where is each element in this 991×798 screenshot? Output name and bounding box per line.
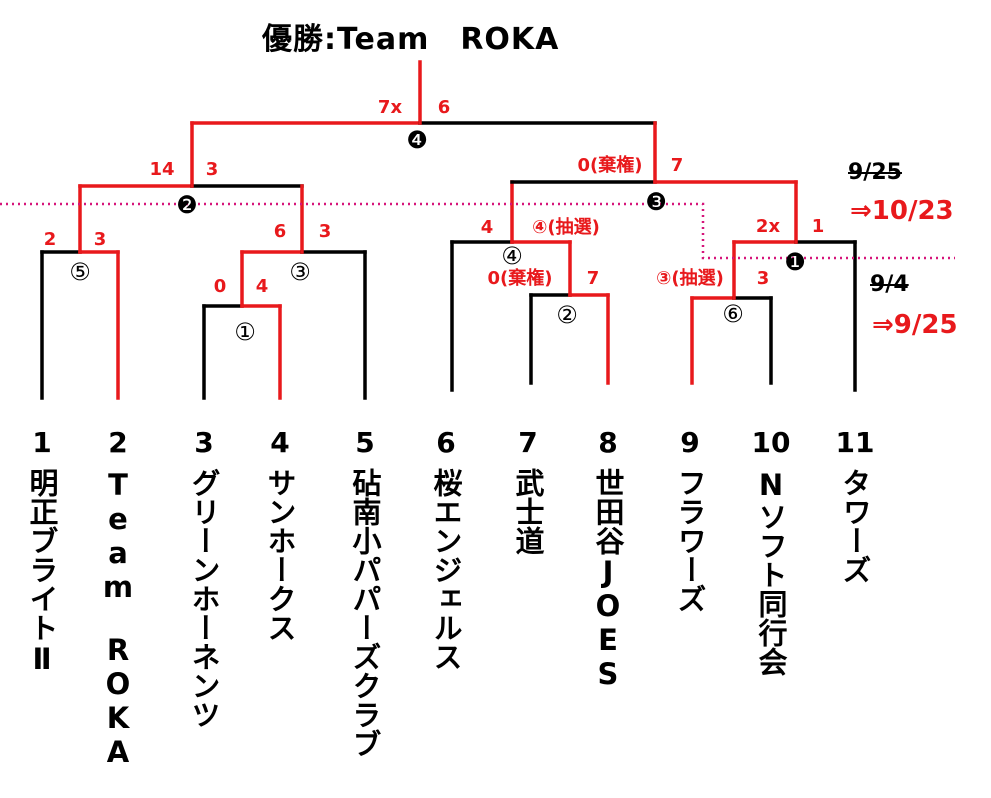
match-mark: ⑥ — [722, 300, 744, 328]
score-left: 0 — [214, 276, 227, 297]
match-mark: ❶ — [784, 248, 806, 276]
team-3: 3 グリーンホーネンツ — [182, 426, 226, 730]
score-right: 3 — [206, 159, 219, 180]
team-name: サンホークス — [263, 468, 297, 642]
score-right: 7 — [671, 155, 684, 176]
match-mark: ③ — [289, 258, 311, 286]
team-number: 1 — [32, 426, 52, 459]
date-new-1: ⇒10/23 — [850, 196, 954, 226]
score-left: 6 — [274, 221, 287, 242]
match-mark: ① — [234, 318, 256, 346]
score-right: 3 — [94, 229, 107, 250]
score-left: 14 — [149, 159, 174, 180]
score-left: 0(棄権) — [578, 154, 643, 176]
score-left: 2x — [756, 216, 781, 237]
schedule-dotted-line — [0, 202, 955, 260]
match-mark: ⑤ — [69, 258, 91, 286]
team-name: タワーズ — [838, 468, 872, 584]
match-mark: ② — [556, 301, 578, 329]
score-right: 1 — [812, 216, 825, 237]
team-6: 6 桜エンジェルス — [424, 426, 468, 672]
date-new-2: ⇒9/25 — [872, 310, 958, 340]
date-old-1: 9/25 — [848, 160, 902, 185]
team-8: 8 世田谷JOES — [586, 426, 630, 692]
team-name: Nソフト同行会 — [754, 468, 788, 676]
team-number: 3 — [194, 426, 214, 459]
date-old-2: 9/4 — [870, 272, 909, 297]
score-left: 2 — [44, 229, 57, 250]
team-name: 明正ブライトⅡ — [25, 468, 59, 676]
team-7: 7 武士道 — [506, 426, 550, 556]
team-number: 9 — [680, 426, 700, 459]
team-number: 8 — [598, 426, 618, 459]
team-number: 10 — [751, 426, 791, 459]
match-mark: ❹ — [406, 126, 428, 154]
team-1: 1 明正ブライトⅡ — [20, 426, 64, 677]
score-right: ④(抽選) — [532, 216, 600, 238]
score-left: ③(抽選) — [656, 267, 724, 289]
team-number: 4 — [270, 426, 290, 459]
team-5: 5 砧南小パパーズクラブ — [343, 426, 387, 759]
score-right: 6 — [438, 97, 451, 118]
score-right: 3 — [757, 268, 770, 289]
team-name: 砧南小パパーズクラブ — [348, 468, 382, 758]
score-left: 4 — [481, 217, 494, 238]
score-right: 4 — [256, 276, 269, 297]
match-mark: ❷ — [176, 191, 198, 219]
team-name: 武士道 — [511, 468, 545, 555]
team-11: 11 タワーズ — [833, 426, 877, 585]
team-name: フラワーズ — [673, 468, 707, 613]
team-number: 6 — [436, 426, 456, 459]
champion-title: 優勝:Team ROKA — [262, 22, 560, 57]
team-name: 桜エンジェルス — [429, 468, 463, 671]
score-left: 7x — [378, 97, 403, 118]
score-right: 7 — [587, 268, 600, 289]
team-9: 9 フラワーズ — [668, 426, 712, 614]
match-mark: ④ — [501, 242, 523, 270]
team-number: 2 — [108, 426, 128, 459]
team-name: 世田谷JOES — [591, 468, 625, 691]
team-4: 4 サンホークス — [258, 426, 302, 643]
team-number: 5 — [355, 426, 375, 459]
team-name: グリーンホーネンツ — [187, 468, 221, 729]
team-name: Team ROKA — [101, 468, 135, 769]
team-number: 7 — [518, 426, 538, 459]
score-right: 3 — [319, 221, 332, 242]
match-mark: ❸ — [645, 188, 667, 216]
team-number: 11 — [835, 426, 875, 459]
score-left: 0(棄権) — [488, 267, 553, 289]
